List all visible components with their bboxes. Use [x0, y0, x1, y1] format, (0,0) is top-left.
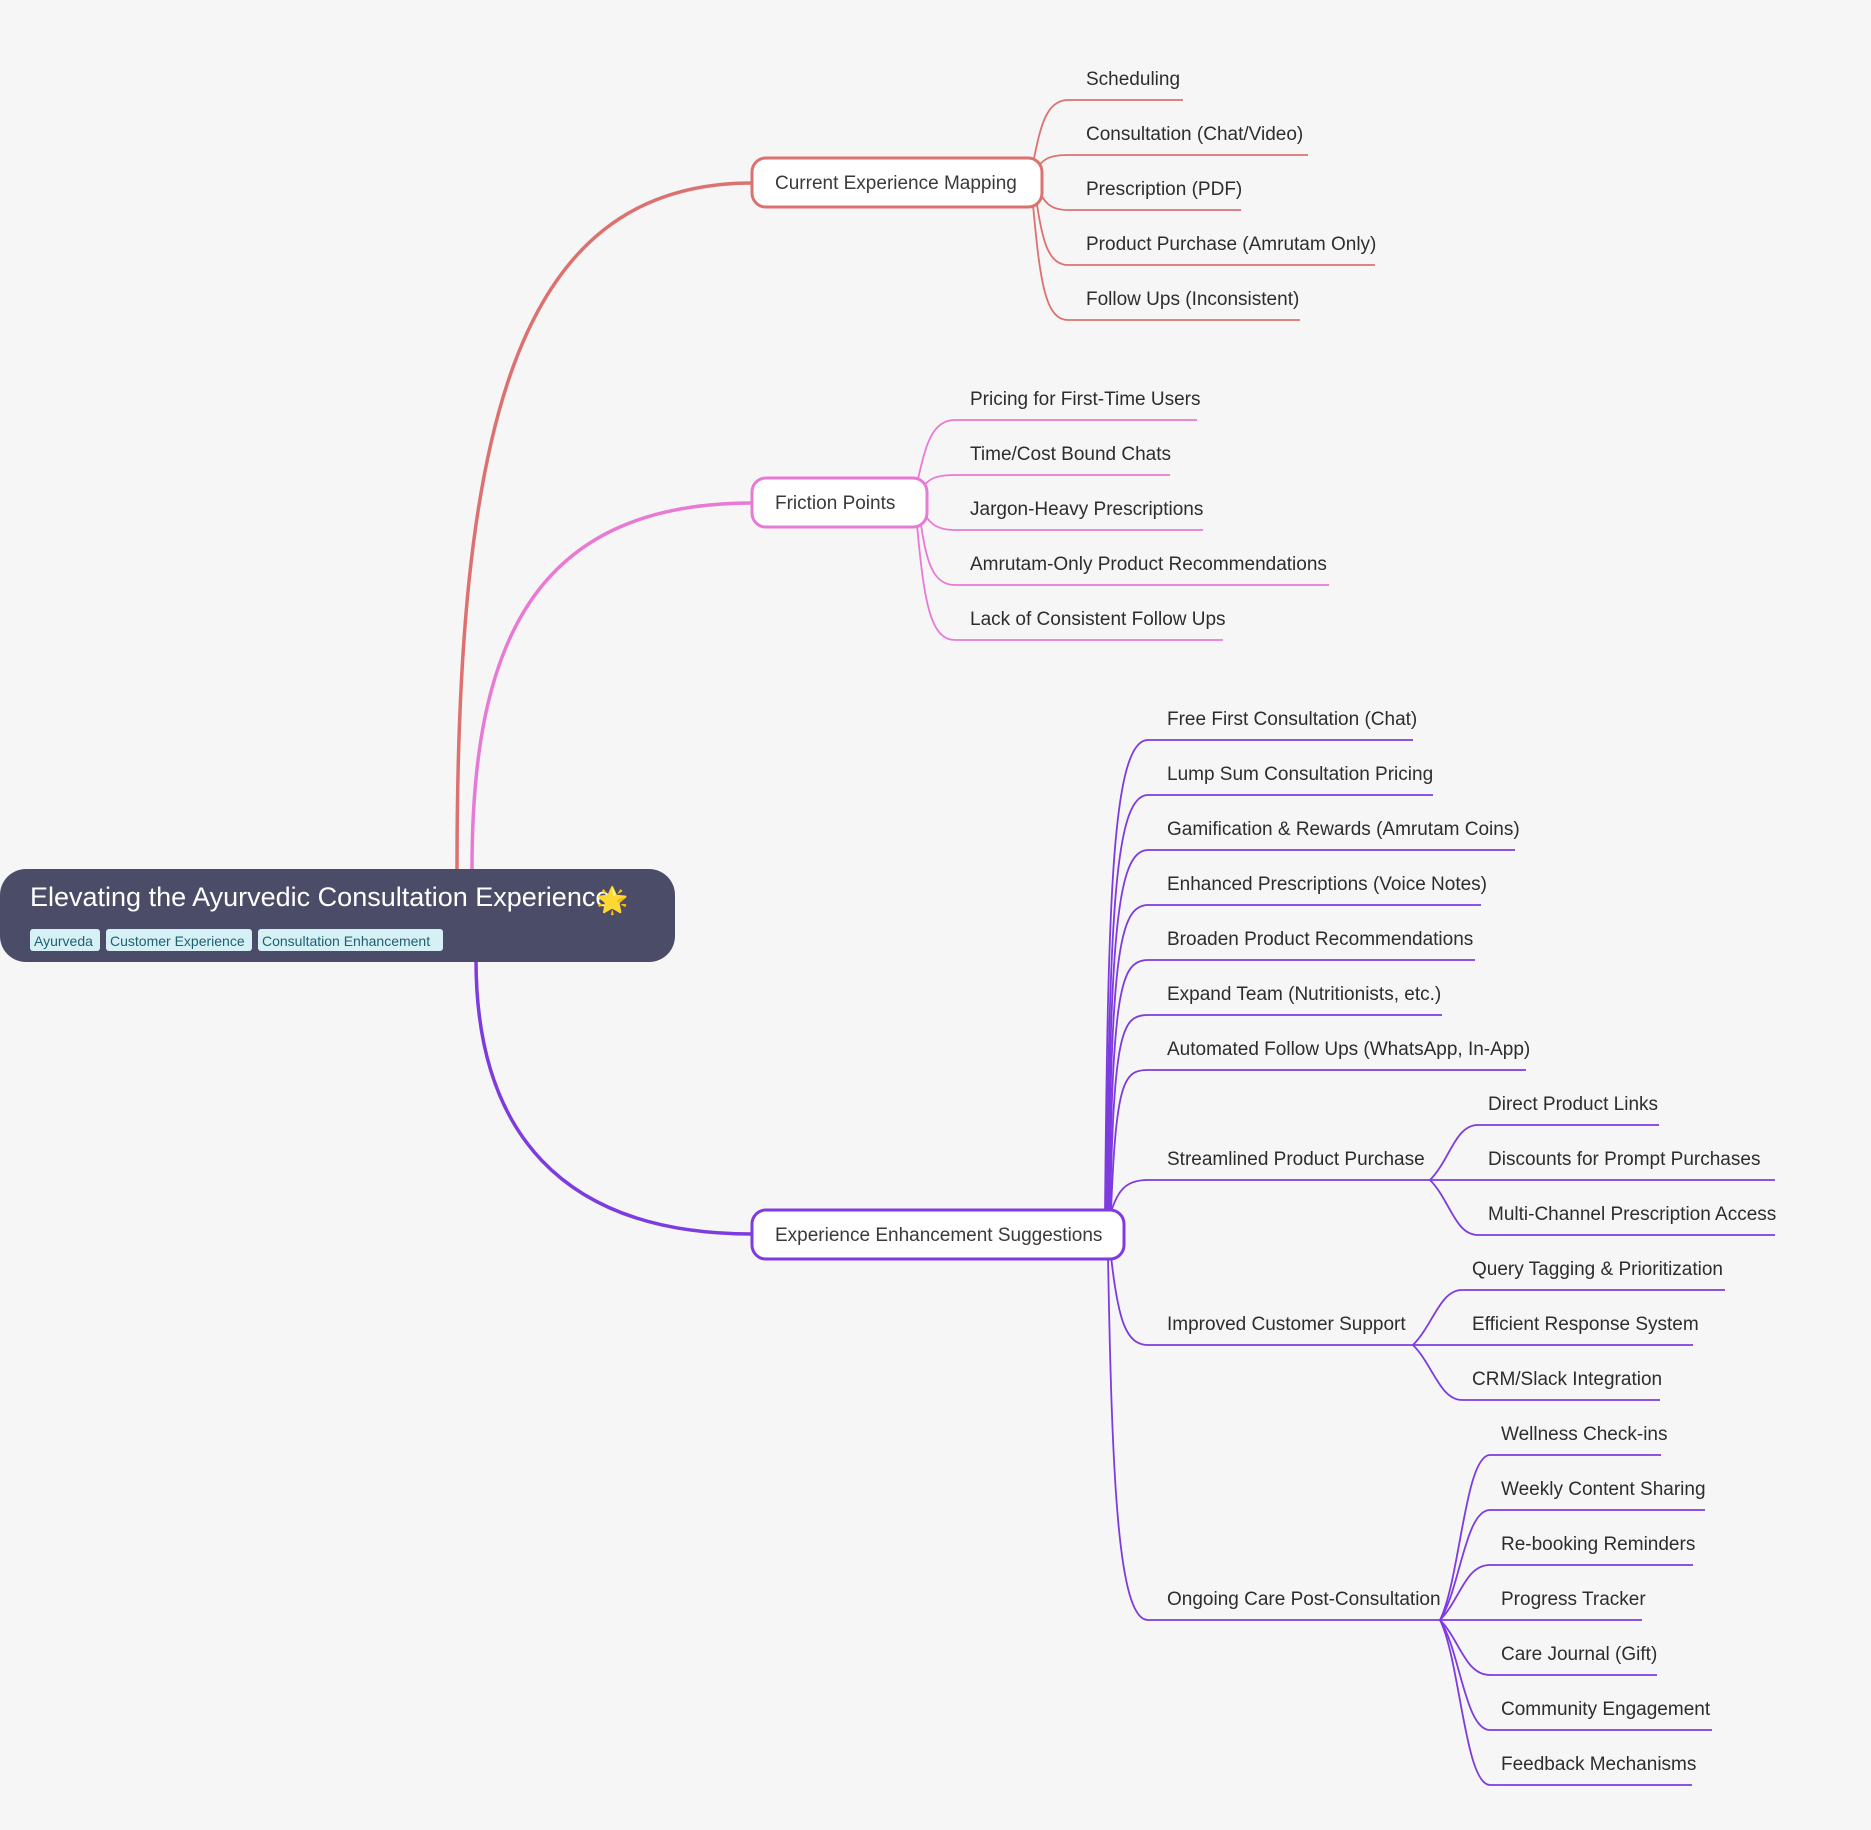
leaf-crm-slack[interactable]: CRM/Slack Integration [1472, 1369, 1662, 1390]
connector-care-4 [1439, 1619, 1657, 1676]
connector-support-2 [1412, 1344, 1660, 1401]
branch-friction-leaves: Pricing for First-Time Users Time/Cost B… [970, 389, 1327, 630]
leaf-broaden-recommendations[interactable]: Broaden Product Recommendations [1167, 929, 1473, 950]
connector-enh-0 [1104, 739, 1413, 1213]
branch-node-current-experience-mapping[interactable] [750, 156, 1044, 209]
connector-friction-leaf-3 [919, 517, 1329, 586]
connector-care-2 [1439, 1564, 1693, 1621]
connector-current-leaf-1 [1035, 154, 1308, 171]
connector-enh-4 [1108, 959, 1475, 1213]
connector-streamlined-2 [1429, 1179, 1775, 1236]
connector-friction-leaf-4 [916, 524, 1223, 641]
leaf-efficient-response[interactable]: Efficient Response System [1472, 1314, 1699, 1335]
leaf-product-purchase[interactable]: Product Purchase (Amrutam Only) [1086, 234, 1376, 255]
connector-friction-leaf-0 [916, 419, 1197, 484]
connector-current-leaf-3 [1035, 197, 1375, 266]
connector-enh-8 [1110, 1255, 1413, 1346]
leaf-wellness-check-ins[interactable]: Wellness Check-ins [1501, 1424, 1667, 1445]
leaf-free-first-consultation[interactable]: Free First Consultation (Chat) [1167, 709, 1417, 730]
branch-node-friction-points[interactable] [750, 476, 929, 529]
connector-enh-3 [1107, 904, 1481, 1213]
subnode-ongoing-care[interactable]: Ongoing Care Post-Consultation [1167, 1589, 1441, 1610]
leaf-direct-product-links[interactable]: Direct Product Links [1488, 1094, 1658, 1115]
leaf-care-journal[interactable]: Care Journal (Gift) [1501, 1644, 1657, 1665]
connector-enh-9 [1107, 1255, 1440, 1621]
leaf-progress-tracker[interactable]: Progress Tracker [1501, 1589, 1646, 1610]
root-connectors [455, 181, 754, 1236]
leaf-expand-team[interactable]: Expand Team (Nutritionists, etc.) [1167, 984, 1441, 1005]
branch-label-enhancement: Experience Enhancement Suggestions [775, 1225, 1102, 1246]
leaf-enhanced-prescriptions[interactable]: Enhanced Prescriptions (Voice Notes) [1167, 874, 1487, 895]
leaf-pricing-first-time[interactable]: Pricing for First-Time Users [970, 389, 1200, 410]
connector-care-6 [1439, 1619, 1692, 1786]
leaf-lack-consistent-follow-ups[interactable]: Lack of Consistent Follow Ups [970, 609, 1226, 630]
tag-ayurveda[interactable]: Ayurveda [34, 933, 93, 949]
care-leaves: Wellness Check-ins Weekly Content Sharin… [1501, 1424, 1711, 1775]
connector-streamlined-0 [1429, 1124, 1659, 1181]
connector-enh-2 [1106, 849, 1515, 1213]
leaf-gamification-rewards[interactable]: Gamification & Rewards (Amrutam Coins) [1167, 819, 1520, 840]
tag-consultation-enhancement-box [258, 929, 443, 951]
subnode-improved-customer-support[interactable]: Improved Customer Support [1167, 1314, 1406, 1335]
connector-root-friction [470, 501, 754, 871]
connector-current-leaf-4 [1032, 204, 1300, 321]
leaf-feedback-mechanisms[interactable]: Feedback Mechanisms [1501, 1754, 1696, 1775]
leaf-weekly-content[interactable]: Weekly Content Sharing [1501, 1479, 1706, 1500]
leaf-multi-channel-access[interactable]: Multi-Channel Prescription Access [1488, 1204, 1776, 1225]
branch-label-friction: Friction Points [775, 493, 895, 514]
leaf-prescription-pdf[interactable]: Prescription (PDF) [1086, 179, 1242, 200]
root-title: Elevating the Ayurvedic Consultation Exp… [30, 882, 610, 912]
branch-node-experience-enhancement[interactable] [750, 1208, 1126, 1261]
branch-current-leaves: Scheduling Consultation (Chat/Video) Pre… [1086, 69, 1376, 310]
support-leaves: Query Tagging & Prioritization Efficient… [1472, 1259, 1723, 1390]
leaf-automated-follow-ups[interactable]: Automated Follow Ups (WhatsApp, In-App) [1167, 1039, 1530, 1060]
branch-enhancement-children: Free First Consultation (Chat) Lump Sum … [1167, 709, 1530, 1610]
leaf-lump-sum-pricing[interactable]: Lump Sum Consultation Pricing [1167, 764, 1433, 785]
leaf-query-tagging[interactable]: Query Tagging & Prioritization [1472, 1259, 1723, 1280]
connector-root-enhancement [474, 958, 754, 1236]
leaf-consultation-chat-video[interactable]: Consultation (Chat/Video) [1086, 124, 1303, 145]
leaf-amrutam-only-recommendations[interactable]: Amrutam-Only Product Recommendations [970, 554, 1327, 575]
leaf-rebooking-reminders[interactable]: Re-booking Reminders [1501, 1534, 1695, 1555]
branch-label-current: Current Experience Mapping [775, 173, 1017, 194]
tag-customer-experience-box [106, 929, 252, 951]
connector-care-5 [1439, 1619, 1712, 1731]
leaf-scheduling[interactable]: Scheduling [1086, 69, 1180, 90]
tag-ayurveda-box [30, 929, 100, 951]
connector-support-0 [1412, 1289, 1725, 1346]
leaf-follow-ups-inconsistent[interactable]: Follow Ups (Inconsistent) [1086, 289, 1299, 310]
connector-enh-1 [1105, 794, 1433, 1213]
connector-care-1 [1439, 1509, 1705, 1621]
tag-consultation-enhancement[interactable]: Consultation Enhancement [262, 933, 430, 949]
root-node[interactable]: Elevating the Ayurvedic Consultation Exp… [0, 869, 675, 962]
subnode-streamlined-product-purchase[interactable]: Streamlined Product Purchase [1167, 1149, 1425, 1170]
star-icon: 🌟 [596, 885, 628, 916]
connector-current-leaf-0 [1032, 99, 1183, 164]
connector-care-0 [1439, 1454, 1661, 1621]
connector-enh-7 [1110, 1179, 1430, 1213]
connector-root-current [455, 181, 754, 871]
leaf-community-engagement[interactable]: Community Engagement [1501, 1699, 1711, 1720]
leaf-jargon-heavy-prescriptions[interactable]: Jargon-Heavy Prescriptions [970, 499, 1203, 520]
leaf-discounts-prompt-purchases[interactable]: Discounts for Prompt Purchases [1488, 1149, 1760, 1170]
tag-customer-experience[interactable]: Customer Experience [110, 933, 245, 949]
leaf-time-cost-bound-chats[interactable]: Time/Cost Bound Chats [970, 444, 1171, 465]
connector-enh-5 [1109, 1014, 1442, 1213]
branch-enhancement-group [1104, 739, 1775, 1786]
connector-enh-6 [1110, 1069, 1526, 1213]
connector-friction-leaf-1 [919, 474, 1170, 491]
streamlined-leaves: Direct Product Links Discounts for Promp… [1488, 1094, 1776, 1225]
